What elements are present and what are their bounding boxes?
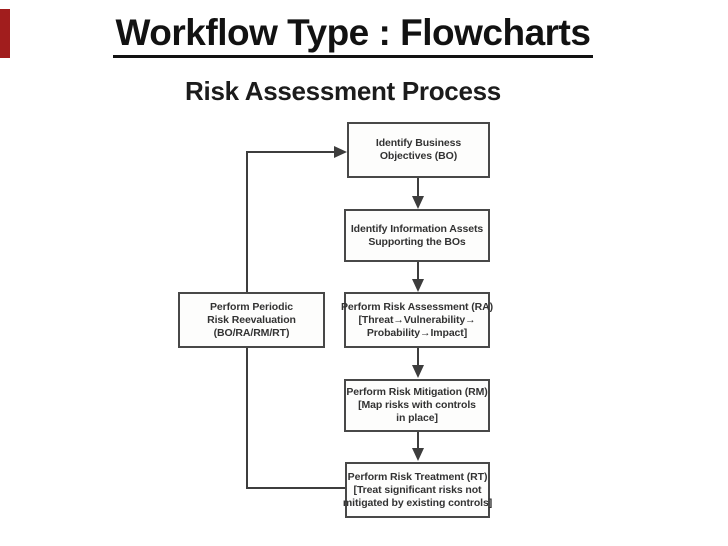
node-text-line: Perform Risk Treatment (RT): [347, 470, 488, 483]
subtitle-row: Risk Assessment Process: [0, 76, 728, 107]
connector-bo-to-assets: [417, 178, 419, 197]
flowchart-node-identify-information-assets: Identify Information Assets Supporting t…: [344, 209, 490, 262]
feedback-loop-arrowhead-icon: [334, 146, 347, 158]
connector-assessment-to-mitigation: [417, 348, 419, 366]
node-text-line: Risk Reevaluation: [207, 313, 296, 326]
arrowhead-down-icon: [412, 448, 424, 461]
flowchart-node-perform-risk-treatment: Perform Risk Treatment (RT) [Treat signi…: [342, 462, 493, 518]
node-text-line: [Threat→Vulnerability→: [358, 313, 476, 326]
page-title: Workflow Type : Flowcharts: [112, 12, 594, 58]
arrowhead-down-icon: [412, 365, 424, 378]
feedback-loop-bottom-line: [246, 487, 346, 489]
node-text-line: in place]: [396, 412, 438, 424]
node-text-line: mitigated by existing controls]: [342, 496, 493, 509]
flowchart-node-perform-periodic-risk-reevaluation: Perform Periodic Risk Reevaluation (BO/R…: [178, 292, 325, 348]
connector-assets-to-assessment: [417, 262, 419, 280]
flowchart-node-perform-risk-assessment: Perform Risk Assessment (RA) [Threat→Vul…: [340, 292, 494, 348]
flowchart-node-perform-risk-mitigation: Perform Risk Mitigation (RM) [Map risks …: [344, 379, 490, 432]
node-text-line: Probability→Impact]: [366, 326, 468, 339]
node-text-line: Perform Periodic: [209, 300, 293, 313]
node-text-line: Identify Information Assets: [350, 222, 484, 235]
node-text-line: (BO/RA/RM/RT): [213, 326, 290, 339]
node-text-line: Identify Business: [375, 137, 462, 149]
node-text-line: Supporting the BOs: [368, 235, 466, 248]
arrowhead-down-icon: [412, 196, 424, 209]
node-text-line: Perform Risk Assessment (RA): [340, 300, 494, 313]
node-text-line: [Treat significant risks not: [353, 483, 482, 496]
feedback-loop-top-line: [246, 151, 335, 153]
flowchart-node-identify-business-objectives: Identify Business Objectives (BO): [347, 122, 490, 178]
title-row: Workflow Type : Flowcharts: [0, 12, 728, 58]
node-text-line: Objectives (BO): [379, 150, 458, 162]
node-text-line: [Map risks with controls: [358, 399, 476, 411]
arrowhead-down-icon: [412, 279, 424, 292]
connector-mitigation-to-treatment: [417, 432, 419, 449]
diagram-subtitle: Risk Assessment Process: [185, 76, 501, 106]
node-text-line: Perform Risk Mitigation (RM): [346, 386, 488, 398]
slide-accent-bar: [0, 9, 10, 58]
